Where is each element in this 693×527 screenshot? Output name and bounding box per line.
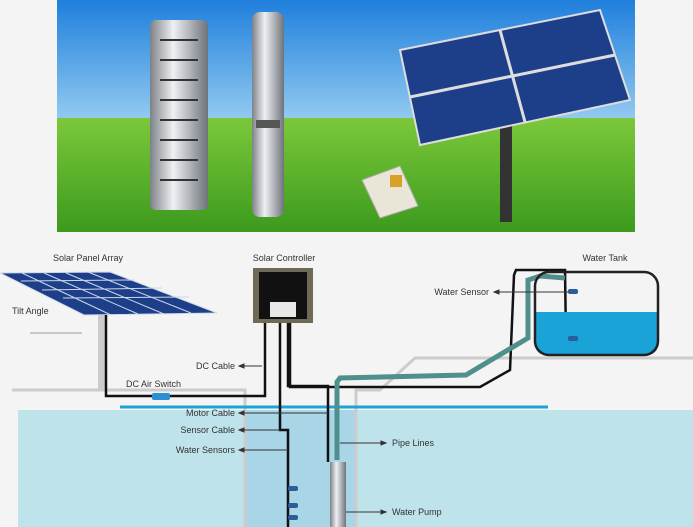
label-dc-cable: DC Cable (196, 361, 235, 371)
label-water-tank: Water Tank (582, 253, 628, 263)
water-pump (330, 462, 346, 527)
label-water-pump: Water Pump (392, 507, 442, 517)
label-tilt-angle: Tilt Angle (12, 306, 49, 316)
label-water-sensor: Water Sensor (434, 287, 489, 297)
ground-and-well (12, 356, 693, 527)
label-solar-controller: Solar Controller (253, 253, 316, 263)
solar-panel-icon (398, 8, 632, 222)
label-solar-panel-array: Solar Panel Array (53, 253, 124, 263)
label-dc-air-switch: DC Air Switch (126, 379, 181, 389)
water-sensor-probes (288, 486, 298, 520)
dc-air-switch (152, 393, 170, 400)
solar-panel-array (0, 271, 218, 390)
controller-box-icon (361, 165, 419, 219)
solar-controller (253, 268, 313, 323)
label-water-sensors: Water Sensors (176, 445, 236, 455)
label-motor-cable: Motor Cable (186, 408, 235, 418)
label-sensor-cable: Sensor Cable (180, 425, 235, 435)
submersible-pump-icon (252, 12, 284, 217)
cables (104, 268, 568, 527)
pump-body-icon (150, 20, 208, 210)
product-photo (57, 0, 635, 232)
label-arrows (237, 289, 568, 515)
label-pipe-lines: Pipe Lines (392, 438, 435, 448)
water-tank (533, 270, 660, 357)
